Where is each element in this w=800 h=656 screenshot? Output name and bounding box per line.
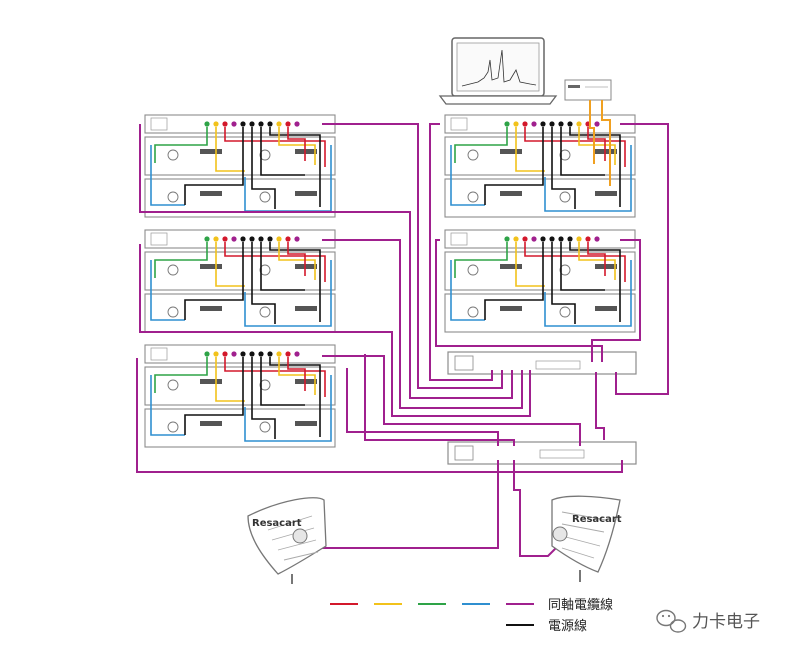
wechat-icon xyxy=(656,609,687,633)
watermark: 力卡电子 xyxy=(656,609,760,633)
rack-right-middle xyxy=(444,229,636,333)
watermark-text: 力卡电子 xyxy=(692,612,760,632)
legend-coax-label: 同軸電纜線 xyxy=(548,597,613,613)
spectrum-analyzer xyxy=(564,79,612,101)
coax-purple-routing xyxy=(136,123,669,557)
antenna-right: Resacart xyxy=(551,495,622,582)
legend-power-label: 電源線 xyxy=(548,618,587,634)
rack-left-middle xyxy=(144,229,336,333)
rack-group xyxy=(144,114,636,448)
antenna-left: Resacart xyxy=(247,497,327,584)
legend: 同軸電纜線 電源線 xyxy=(330,597,613,634)
distributor-upper xyxy=(447,351,637,375)
analyzer-cables xyxy=(589,100,611,186)
rack-left-bottom xyxy=(144,344,336,448)
rack-left-top xyxy=(144,114,336,218)
laptop xyxy=(438,37,558,105)
rack-right-top xyxy=(444,114,636,218)
antenna-left-brand: Resacart xyxy=(252,518,302,529)
distributor-lower xyxy=(447,441,637,465)
antenna-right-brand: Resacart xyxy=(572,514,622,525)
